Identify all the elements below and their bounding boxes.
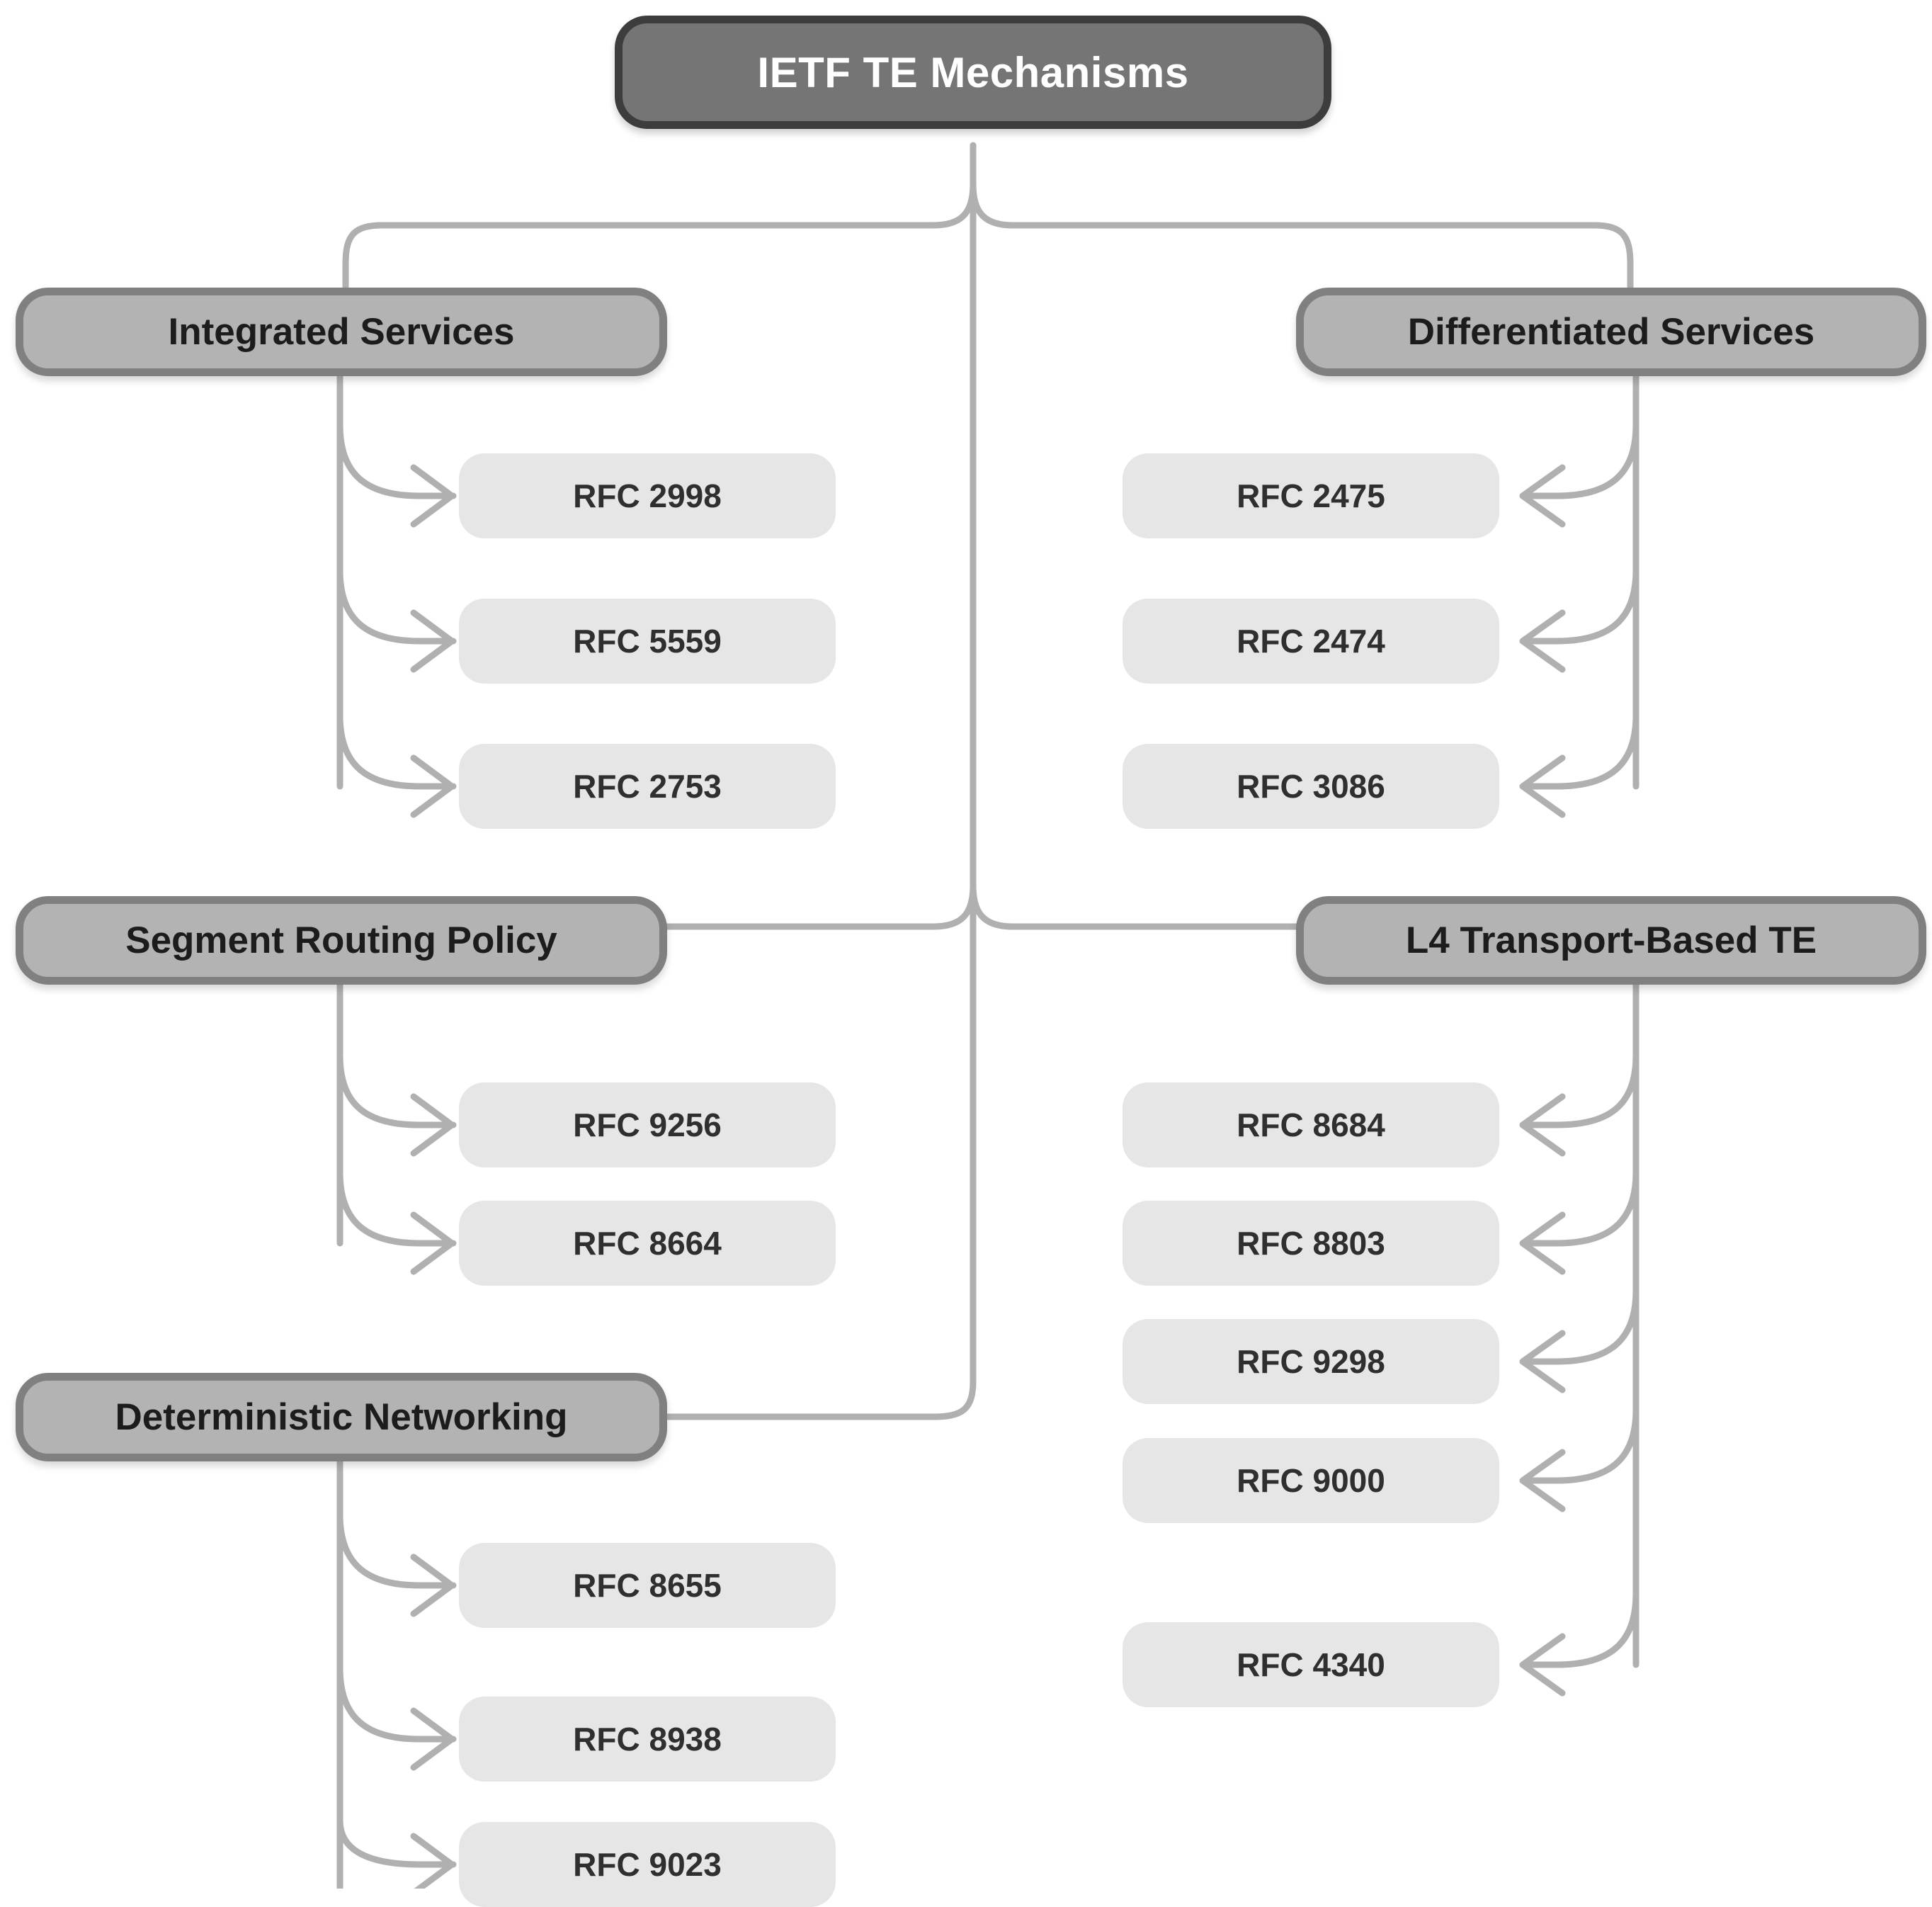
leaf-node-rfc-2998[interactable]: RFC 2998: [459, 453, 836, 538]
leaf-node-rfc-8938[interactable]: RFC 8938: [459, 1697, 836, 1782]
edge-root-to-l4-transport: [970, 882, 1300, 930]
arrowhead-right-icon: [410, 1833, 455, 1889]
leaf-node-rfc-8664[interactable]: RFC 8664: [459, 1201, 836, 1286]
category-node-deterministic-networking[interactable]: Deterministic Networking: [16, 1373, 667, 1461]
arrowhead-right-icon: [410, 754, 455, 818]
leaf-label: RFC 5559: [573, 623, 722, 660]
leaf-label: RFC 8938: [573, 1721, 722, 1758]
leaf-label: RFC 9000: [1237, 1462, 1385, 1499]
edge-integrated-services-to-rfc2998: [336, 421, 457, 499]
edge-segment-routing-policy-to-rfc8664: [336, 1169, 457, 1247]
edge-segment-routing-policy-to-rfc9256: [336, 1052, 457, 1128]
leaf-label: RFC 8803: [1237, 1225, 1385, 1262]
edge-differentiated-services-to-rfc3086: [1521, 712, 1640, 790]
edge-l4-transport-to-rfc8803: [1521, 1169, 1640, 1247]
arrowhead-right-icon: [410, 1554, 455, 1617]
leaf-label: RFC 9298: [1237, 1343, 1385, 1380]
leaf-label: RFC 4340: [1237, 1646, 1385, 1683]
arrowhead-right-icon: [410, 1211, 455, 1275]
leaf-node-rfc-3086[interactable]: RFC 3086: [1123, 744, 1499, 829]
leaf-node-rfc-9256[interactable]: RFC 9256: [459, 1082, 836, 1167]
leaf-node-rfc-5559[interactable]: RFC 5559: [459, 599, 836, 684]
arrowhead-group-differentiated-services: [1519, 464, 1566, 818]
arrowhead-group-integrated-services: [410, 464, 455, 818]
arrowhead-left-icon: [1519, 609, 1566, 673]
edge-integrated-services-to-rfc5559: [336, 567, 457, 645]
leaf-node-rfc-9298[interactable]: RFC 9298: [1123, 1319, 1499, 1404]
arrowhead-right-icon: [410, 464, 455, 528]
root-node-label: IETF TE Mechanisms: [757, 48, 1189, 96]
leaf-label: RFC 2474: [1237, 623, 1385, 660]
edge-l4-transport-to-rfc8684: [1521, 1052, 1640, 1128]
category-node-differentiated-services[interactable]: Differentiated Services: [1296, 288, 1926, 376]
leaf-node-rfc-4340[interactable]: RFC 4340: [1123, 1622, 1499, 1707]
category-label: Segment Routing Policy: [125, 919, 557, 961]
arrowhead-left-icon: [1519, 1093, 1566, 1157]
arrowhead-right-icon: [410, 1093, 455, 1157]
leaf-label: RFC 9023: [573, 1846, 722, 1883]
edge-differentiated-services-to-rfc2474: [1521, 567, 1640, 645]
arrowhead-right-icon: [410, 609, 455, 673]
edge-root-to-segment-routing-policy: [662, 882, 977, 930]
category-label: Differentiated Services: [1407, 311, 1815, 353]
leaf-label: RFC 9256: [573, 1107, 722, 1143]
edge-differentiated-services-to-rfc2475: [1521, 421, 1640, 499]
arrowhead-left-icon: [1519, 1449, 1566, 1512]
edge-root-to-integrated-services: [342, 181, 977, 304]
leaf-label: RFC 2475: [1237, 477, 1385, 514]
edge-root-to-differentiated-services: [970, 181, 1634, 304]
edge-l4-transport-to-rfc9298: [1521, 1287, 1640, 1365]
leaf-node-rfc-8684[interactable]: RFC 8684: [1123, 1082, 1499, 1167]
leaf-node-rfc-2753[interactable]: RFC 2753: [459, 744, 836, 829]
arrowhead-left-icon: [1519, 1330, 1566, 1393]
root-node[interactable]: IETF TE Mechanisms: [615, 16, 1331, 129]
category-node-segment-routing-policy[interactable]: Segment Routing Policy: [16, 896, 667, 985]
category-label: Deterministic Networking: [115, 1396, 568, 1438]
category-node-l4-transport-based-te[interactable]: L4 Transport-Based TE: [1296, 896, 1926, 985]
category-node-integrated-services[interactable]: Integrated Services: [16, 288, 667, 376]
leaf-node-rfc-2474[interactable]: RFC 2474: [1123, 599, 1499, 684]
edge-deterministic-networking-to-rfc8938: [336, 1665, 457, 1743]
arrowhead-right-icon: [410, 1707, 455, 1771]
arrowhead-group-deterministic-networking: [410, 1554, 455, 1889]
arrowhead-left-icon: [1519, 1633, 1566, 1697]
leaf-label: RFC 2753: [573, 768, 722, 805]
leaf-label: RFC 8684: [1237, 1107, 1385, 1143]
leaf-label: RFC 2998: [573, 477, 722, 514]
category-label: Integrated Services: [168, 311, 515, 353]
leaf-label: RFC 8655: [573, 1567, 722, 1604]
leaf-node-rfc-8803[interactable]: RFC 8803: [1123, 1201, 1499, 1286]
leaf-node-rfc-9000[interactable]: RFC 9000: [1123, 1438, 1499, 1523]
arrowhead-group-l4-transport: [1519, 1093, 1566, 1697]
edge-l4-transport-to-rfc4340: [1521, 1590, 1640, 1668]
leaf-node-rfc-2475[interactable]: RFC 2475: [1123, 453, 1499, 538]
leaf-label: RFC 8664: [573, 1225, 722, 1262]
edge-deterministic-networking-to-rfc8655: [336, 1511, 457, 1589]
category-label: L4 Transport-Based TE: [1405, 919, 1817, 961]
edge-integrated-services-to-rfc2753: [336, 712, 457, 790]
arrowhead-left-icon: [1519, 464, 1566, 528]
edge-l4-transport-to-rfc9000: [1521, 1406, 1640, 1484]
edge-deterministic-networking-to-rfc9023: [336, 1817, 457, 1868]
arrowhead-left-icon: [1519, 1211, 1566, 1275]
leaf-node-rfc-8655[interactable]: RFC 8655: [459, 1543, 836, 1628]
arrowhead-group-segment-routing-policy: [410, 1093, 455, 1275]
leaf-node-rfc-9023[interactable]: RFC 9023: [459, 1822, 836, 1907]
leaf-label: RFC 3086: [1237, 768, 1385, 805]
arrowhead-left-icon: [1519, 754, 1566, 818]
